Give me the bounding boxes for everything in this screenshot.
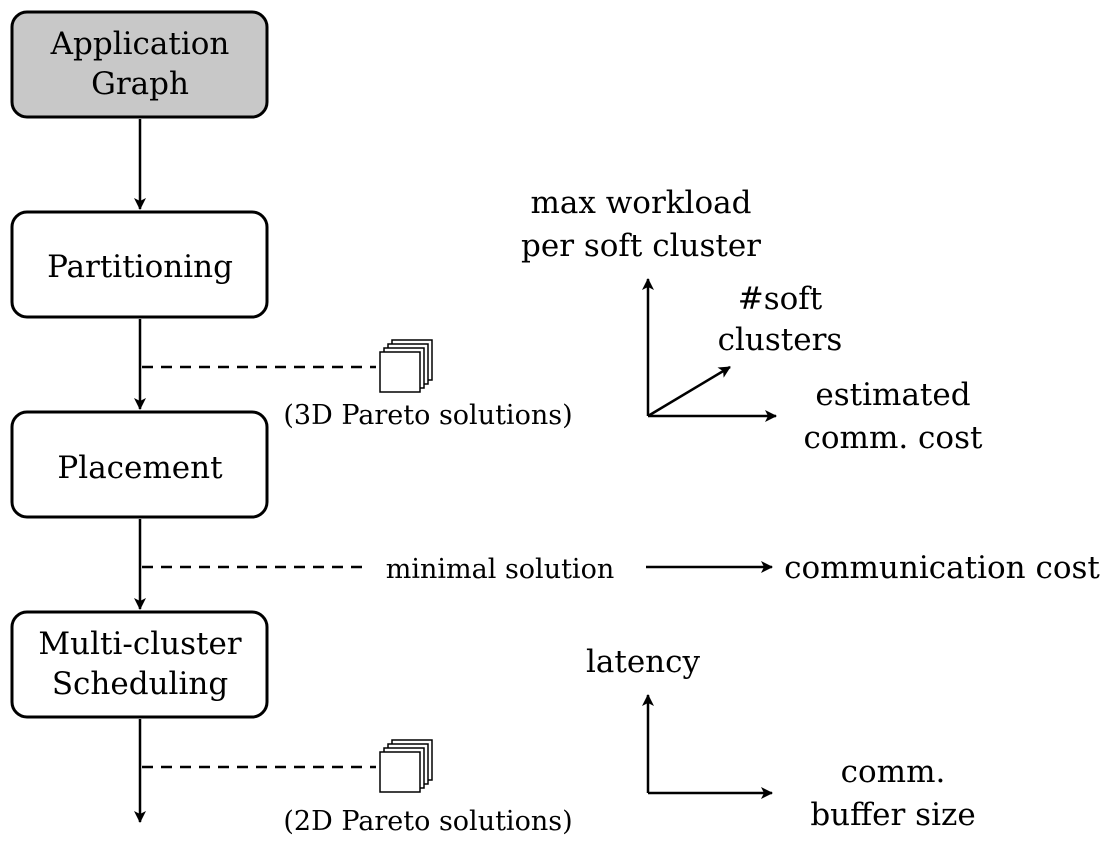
- application-graph-box: Application Graph: [10, 10, 269, 119]
- axis-3d-vertical-label-line2: per soft cluster: [521, 228, 761, 264]
- scheduling-box-shape: [10, 610, 269, 719]
- stacked-solutions-icon: [379, 339, 433, 393]
- application-graph-label-line1: Application: [50, 26, 230, 62]
- axis-3d-vertical-label-line1: max workload: [531, 185, 752, 221]
- axis-3d-horizontal-label-line1: estimated: [815, 377, 970, 413]
- application-graph-label-line2: Graph: [91, 66, 189, 102]
- axis-2d-horizontal-label-line2: buffer size: [810, 797, 975, 833]
- axis-3d-horizontal-label-line2: comm. cost: [804, 420, 983, 456]
- axis-3d-diagonal: [647, 365, 731, 418]
- scheduling-label-line2: Scheduling: [52, 666, 228, 702]
- axis-2d-horizontal-label-line1: comm.: [841, 754, 946, 790]
- application-graph-box-shape: [10, 10, 269, 119]
- scheduling-box: Multi-cluster Scheduling: [10, 610, 269, 719]
- partitioning-box: Partitioning: [10, 210, 269, 319]
- latency-label: latency: [586, 644, 701, 680]
- pareto-3d-label: (3D Pareto solutions): [283, 400, 572, 431]
- placement-box-shape: [10, 410, 269, 519]
- axis-3d-diagonal-label-line2: clusters: [718, 322, 843, 358]
- placement-box: Placement: [10, 410, 269, 519]
- partitioning-label: Partitioning: [47, 249, 233, 285]
- pareto-2d-label: (2D Pareto solutions): [283, 806, 572, 837]
- communication-cost-label: communication cost: [784, 550, 1100, 586]
- partitioning-box-shape: [10, 210, 269, 319]
- scheduling-label-line1: Multi-cluster: [38, 626, 241, 662]
- minimal-solution-label: minimal solution: [386, 554, 614, 585]
- axes-2d: latency comm. buffer size: [586, 644, 976, 833]
- placement-label: Placement: [57, 450, 223, 486]
- axis-3d-diagonal-label-line1: #soft: [738, 281, 823, 317]
- axes-3d: max workload per soft cluster #soft clus…: [521, 185, 983, 456]
- stacked-solutions-icon: [379, 739, 433, 793]
